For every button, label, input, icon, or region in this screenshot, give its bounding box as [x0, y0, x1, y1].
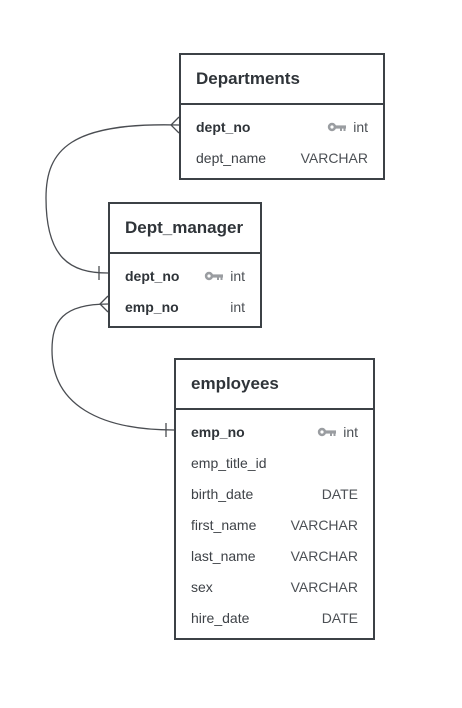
crows-foot-many-icon	[99, 295, 109, 313]
column-row[interactable]: dept_name VARCHAR	[181, 142, 383, 173]
table-title: Departments	[181, 55, 383, 105]
column-type: VARCHAR	[290, 578, 358, 595]
column-row[interactable]: dept_no int	[181, 111, 383, 142]
column-name: emp_title_id	[191, 454, 267, 471]
table-departments[interactable]: Departments dept_no int dept_name V	[179, 53, 385, 180]
column-row[interactable]: hire_date DATE	[176, 602, 373, 633]
column-name: sex	[191, 578, 213, 595]
column-name: dept_no	[125, 267, 180, 284]
table-employees[interactable]: employees emp_no int emp_title_id	[174, 358, 375, 640]
column-type: DATE	[321, 609, 358, 626]
column-name: emp_no	[125, 298, 179, 315]
column-type: VARCHAR	[300, 149, 368, 166]
column-name: dept_no	[196, 118, 251, 135]
column-row[interactable]: first_name VARCHAR	[176, 509, 373, 540]
column-name: birth_date	[191, 485, 254, 502]
key-icon	[318, 427, 337, 436]
column-row[interactable]: birth_date DATE	[176, 478, 373, 509]
column-row[interactable]: last_name VARCHAR	[176, 540, 373, 571]
column-name: last_name	[191, 547, 256, 564]
column-name: dept_name	[196, 149, 267, 166]
column-row[interactable]: emp_title_id	[176, 447, 373, 478]
crows-foot-many-icon	[170, 116, 180, 134]
column-type: DATE	[321, 485, 358, 502]
key-icon	[205, 271, 224, 280]
table-dept-manager[interactable]: Dept_manager dept_no int emp_no int	[108, 202, 262, 328]
relationship-dept-manager-employees	[51, 303, 175, 431]
column-name: first_name	[191, 516, 257, 533]
relationship-departments-dept-manager	[45, 124, 180, 274]
column-name: hire_date	[191, 609, 250, 626]
column-type: VARCHAR	[290, 547, 358, 564]
column-type: int	[230, 298, 245, 315]
table-title: Dept_manager	[110, 204, 260, 254]
column-row[interactable]: dept_no int	[110, 260, 260, 291]
column-row[interactable]: emp_no int	[176, 416, 373, 447]
column-name: emp_no	[191, 423, 245, 440]
column-type: int	[353, 118, 368, 135]
table-title: employees	[176, 360, 373, 410]
column-row[interactable]: sex VARCHAR	[176, 571, 373, 602]
column-type: int	[343, 423, 358, 440]
column-row[interactable]: emp_no int	[110, 291, 260, 322]
key-icon	[328, 122, 347, 131]
column-type: VARCHAR	[290, 516, 358, 533]
column-type: int	[230, 267, 245, 284]
